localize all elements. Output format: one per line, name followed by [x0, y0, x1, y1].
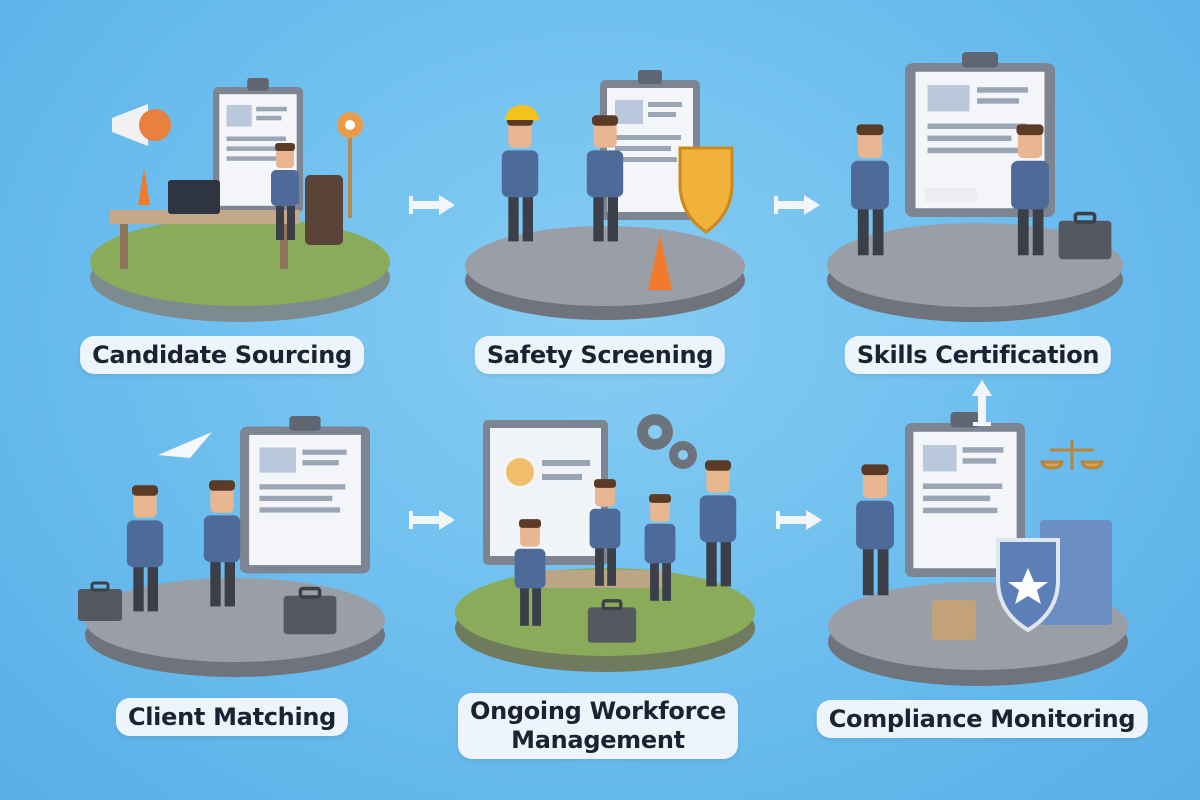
traffic-cone-icon [648, 235, 672, 290]
step-client-matching-scene [76, 416, 385, 677]
step-candidate-sourcing-scene [90, 78, 390, 322]
step-safety-screening-scene [465, 70, 745, 320]
step-skills-certification-scene [827, 52, 1123, 322]
platform [90, 218, 390, 306]
hard-hat-icon [505, 105, 539, 120]
step-label-compliance-monitoring: Compliance Monitoring [816, 700, 1148, 738]
traffic-cone-icon [138, 168, 150, 205]
document-icon [925, 188, 977, 202]
clipboard-icon [240, 416, 370, 574]
step-label-skills-certification: Skills Certification [844, 336, 1112, 374]
briefcase-icon [1056, 211, 1114, 262]
label-line-1: Ongoing Workforce [469, 697, 727, 725]
gears-icon [637, 414, 697, 469]
location-pin-icon [337, 112, 363, 218]
step-compliance-monitoring-scene [828, 412, 1128, 686]
step-label-client-matching: Client Matching [115, 698, 349, 736]
step-label-ongoing-workforce-management: Ongoing Workforce Management [457, 693, 739, 759]
briefcase-icon [76, 581, 124, 623]
paper-plane-icon [158, 432, 212, 458]
meeting-table [540, 570, 670, 588]
box [932, 600, 976, 640]
scales-icon [1040, 440, 1104, 470]
megaphone-icon [112, 104, 171, 146]
label-line-2: Management [511, 726, 685, 754]
right-arrow-icon [409, 195, 455, 215]
platform [827, 223, 1123, 307]
shield-icon [678, 146, 734, 234]
step-workforce-management-scene [455, 414, 755, 672]
right-arrow-icon [409, 510, 455, 530]
desk [110, 210, 300, 224]
right-arrow-icon [776, 510, 822, 530]
step-label-candidate-sourcing: Candidate Sourcing [80, 336, 364, 374]
step-label-safety-screening: Safety Screening [474, 336, 726, 374]
laptop-icon [168, 180, 220, 214]
monitor-icon [483, 420, 608, 565]
right-arrow-icon [774, 195, 820, 215]
platform [465, 226, 745, 306]
chair [305, 175, 343, 245]
